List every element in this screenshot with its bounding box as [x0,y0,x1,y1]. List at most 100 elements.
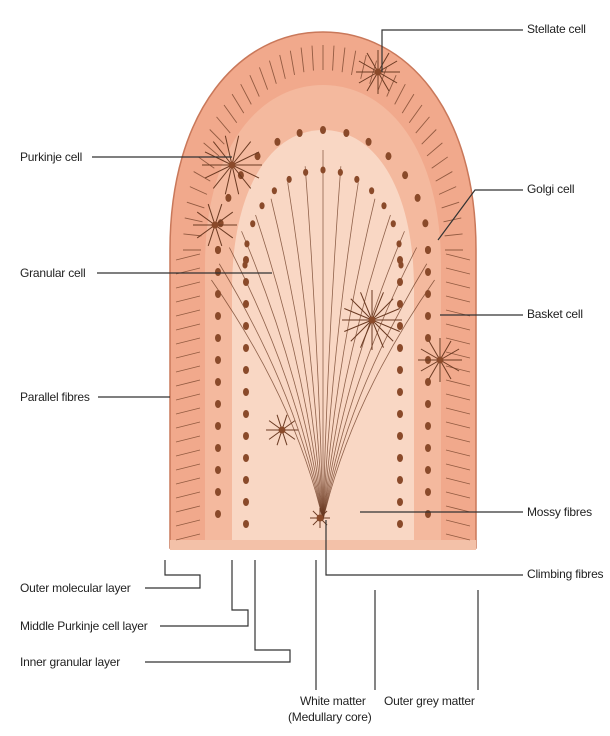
granule-cell [215,334,221,342]
label-outer-grey-matter: Outer grey matter [384,694,475,708]
stellate-cell-soma [375,69,382,76]
purkinje-cell-body [320,126,326,134]
granule-cell [243,476,249,484]
granule-cell [391,220,396,227]
label-granular-cell: Granular cell [20,266,85,280]
granule-cell [243,454,249,462]
climbing-fibre-origin-soma [317,515,324,522]
granule-cell [243,432,249,440]
label-middle-purkinje-layer: Middle Purkinje cell layer [20,619,148,633]
label-climbing-fibres: Climbing fibres [527,567,603,581]
granule-cell [215,356,221,364]
granule-cell [215,400,221,408]
granule-cell [397,300,403,308]
purkinje-cell-body [274,138,280,146]
granule-cell [397,344,403,352]
granule-cell [243,410,249,418]
basket-cell-soma [369,317,376,324]
basket-cell-soma [437,357,444,364]
granule-cell [398,262,403,269]
granule-cell [397,432,403,440]
purkinje-cell-body [238,171,244,179]
granule-cell [259,202,264,209]
purkinje-cell-body [215,246,221,254]
granule-cell [397,520,403,528]
purkinje-cell-body [415,194,421,202]
granule-cell [381,202,386,209]
granule-cell [215,378,221,386]
granule-cell [243,300,249,308]
granule-cell [425,510,431,518]
granule-cell [243,388,249,396]
granule-cell [425,400,431,408]
purkinje-dendrite-soma [212,222,219,229]
granule-cell [272,187,277,194]
purkinje-cell-body [422,219,428,227]
granule-cell [396,240,401,247]
granule-cell [215,466,221,474]
purkinje-dendrite-soma [229,162,236,169]
granule-cell [397,498,403,506]
granule-cell [425,488,431,496]
purkinje-cell-body [225,194,231,202]
granule-cell [425,378,431,386]
granule-cell [243,322,249,330]
granule-cell [397,454,403,462]
label-stellate-cell: Stellate cell [527,22,586,36]
granule-cell [215,290,221,298]
label-purkinje-cell: Purkinje cell [20,150,82,164]
label-inner-granular-layer: Inner granular layer [20,655,120,669]
granule-cell [397,278,403,286]
leader-middle-purkinje-layer [160,560,248,626]
granule-cell [243,366,249,374]
granule-cell [425,444,431,452]
purkinje-cell-body [297,129,303,137]
granule-cell [215,488,221,496]
granule-cell [397,388,403,396]
granule-cell [242,262,247,269]
granule-cell [369,187,374,194]
granule-cell [243,278,249,286]
granule-cell [425,268,431,276]
granule-cell [425,422,431,430]
granule-cell [338,169,343,176]
granule-cell [215,422,221,430]
purkinje-cell-body [402,171,408,179]
label-parallel-fibres: Parallel fibres [20,390,90,404]
granule-cell [425,466,431,474]
granule-cell [354,176,359,183]
granule-cell [397,366,403,374]
label-basket-cell: Basket cell [527,307,583,321]
granule-cell [425,290,431,298]
granule-cell [397,322,403,330]
granule-cell [250,220,255,227]
label-golgi-cell: Golgi cell [527,182,574,196]
granule-cell [215,510,221,518]
purkinje-cell-body [366,138,372,146]
granule-cell [397,410,403,418]
granular-cell-soma [279,427,286,434]
granule-cell [303,169,308,176]
purkinje-cell-body [385,152,391,160]
granule-cell [243,498,249,506]
label-white-matter: White matter [300,694,366,708]
purkinje-cell-body [343,129,349,137]
granule-cell [397,476,403,484]
granule-cell [244,240,249,247]
granule-cell [320,167,325,174]
label-outer-molecular-layer: Outer molecular layer [20,581,131,595]
label-mossy-fibres: Mossy fibres [527,505,592,519]
granule-cell [425,334,431,342]
granule-cell [243,520,249,528]
granule-cell [425,312,431,320]
granule-cell [215,444,221,452]
purkinje-cell-body [425,246,431,254]
granule-cell [215,268,221,276]
label-medullary-core: (Medullary core) [288,710,372,724]
base-strip [170,540,476,550]
granule-cell [287,176,292,183]
granule-cell [243,344,249,352]
granule-cell [215,312,221,320]
leader-outer-molecular-layer [145,560,200,588]
